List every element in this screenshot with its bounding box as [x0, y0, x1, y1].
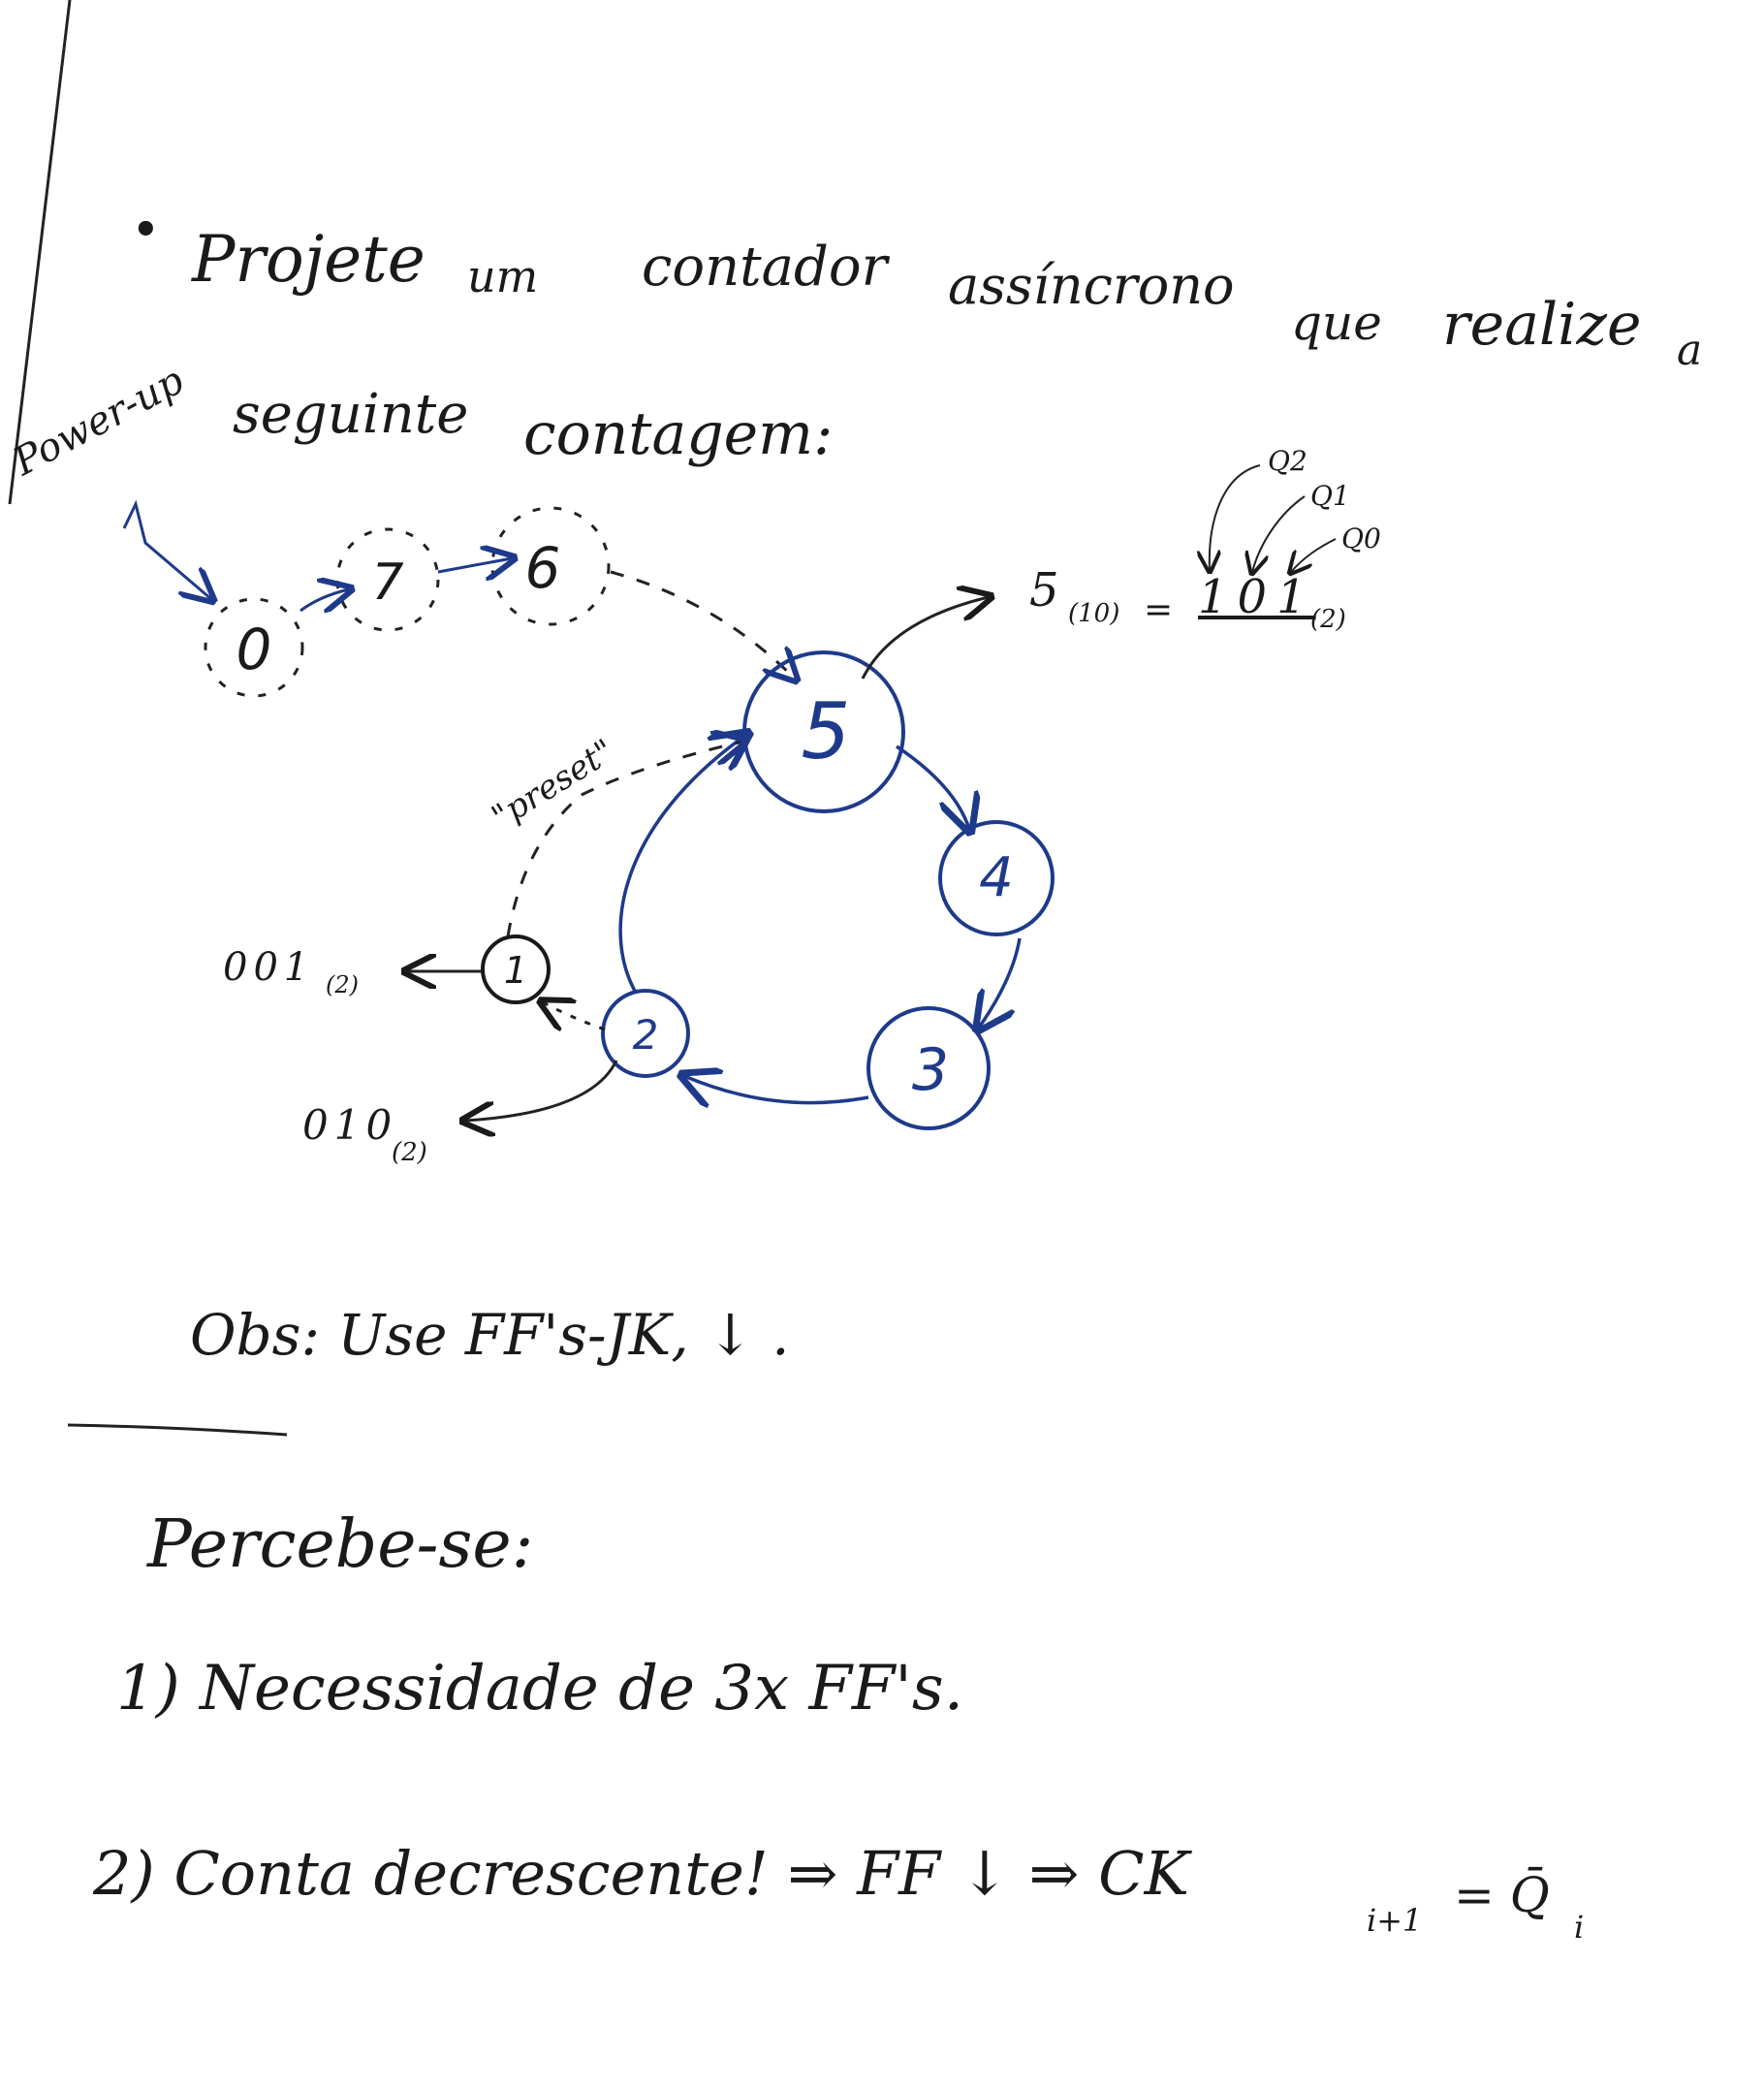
state-7: 7 [335, 527, 440, 632]
notes-item-2-sub: i+1 [1367, 1902, 1423, 1939]
arrow-3-2 [684, 1076, 869, 1103]
output-001-sub: (2) [326, 971, 359, 998]
power-up-arrow [122, 499, 211, 599]
state-4: 4 [938, 820, 1055, 936]
notes-item-2: 2) Conta decrescente! ⇒ FF ↓ ⇒ CK [93, 1838, 1189, 1909]
state-4-label: 4 [979, 846, 1014, 909]
state-0-label: 0 [236, 617, 272, 682]
obs-text: Obs: Use FF's-JK, ↓ . [190, 1302, 790, 1368]
word-um: um [467, 250, 539, 302]
output-010-sub: (2) [392, 1138, 427, 1167]
bullet: • [131, 202, 161, 260]
notes-heading: Percebe-se: [147, 1506, 534, 1583]
separator-line [67, 1423, 288, 1437]
state-3: 3 [866, 1006, 991, 1130]
state-2: 2 [601, 989, 690, 1078]
state-1-label: 1 [504, 949, 527, 992]
notes-item-2-eq: = Q̄ [1454, 1867, 1550, 1923]
word-seguinte: seguinte [233, 383, 469, 446]
arrow-5-4 [896, 744, 969, 829]
state-6: 6 [490, 506, 611, 626]
state-5-label: 5 [802, 686, 851, 776]
arrow-7-6 [437, 558, 512, 572]
state-1: 1 [481, 934, 551, 1004]
q0-arrow [1291, 538, 1337, 572]
sub-10: (10) [1068, 599, 1120, 628]
state-0: 0 [204, 597, 304, 698]
word-contador: contador [642, 236, 888, 299]
word-contagem: contagem: [523, 400, 834, 468]
q0-label: Q0 [1341, 522, 1381, 554]
state-2-label: 2 [633, 1011, 659, 1059]
five-decimal: 5 [1029, 563, 1059, 618]
state-3-label: 3 [912, 1036, 949, 1104]
word-realize: realize [1442, 291, 1642, 359]
equals-sign: = [1144, 590, 1174, 630]
output-010: 010 [302, 1101, 398, 1149]
notes-item-2-eq-sub: i [1574, 1909, 1585, 1946]
sub-2: (2) [1310, 605, 1346, 634]
state-7-label: 7 [371, 554, 403, 612]
output-001: 001 [223, 945, 315, 990]
arrow-2-1 [543, 1002, 606, 1029]
q2-label: Q2 [1268, 445, 1307, 477]
binary-bits: 101 [1198, 570, 1316, 624]
state-6-label: 6 [525, 535, 561, 601]
arrow-6-5 [610, 570, 795, 679]
output-arrow-2 [465, 1060, 618, 1121]
arrow-0-7 [299, 589, 349, 611]
five-annotation-arrow [861, 597, 989, 680]
word-que: que [1291, 295, 1382, 351]
word-projete: Projete [192, 222, 425, 297]
q1-label: Q1 [1310, 480, 1350, 512]
word-a: a [1677, 326, 1703, 375]
q2-arrow [1210, 464, 1261, 570]
state-5: 5 [742, 650, 905, 813]
arrow-2-5 [618, 735, 746, 994]
preset-arrow [506, 742, 742, 937]
word-assincrono: assíncrono [948, 255, 1235, 316]
notes-item-1: 1) Necessidade de 3x FF's. [116, 1653, 964, 1725]
arrow-4-3 [979, 937, 1022, 1028]
q1-arrow [1252, 495, 1306, 572]
